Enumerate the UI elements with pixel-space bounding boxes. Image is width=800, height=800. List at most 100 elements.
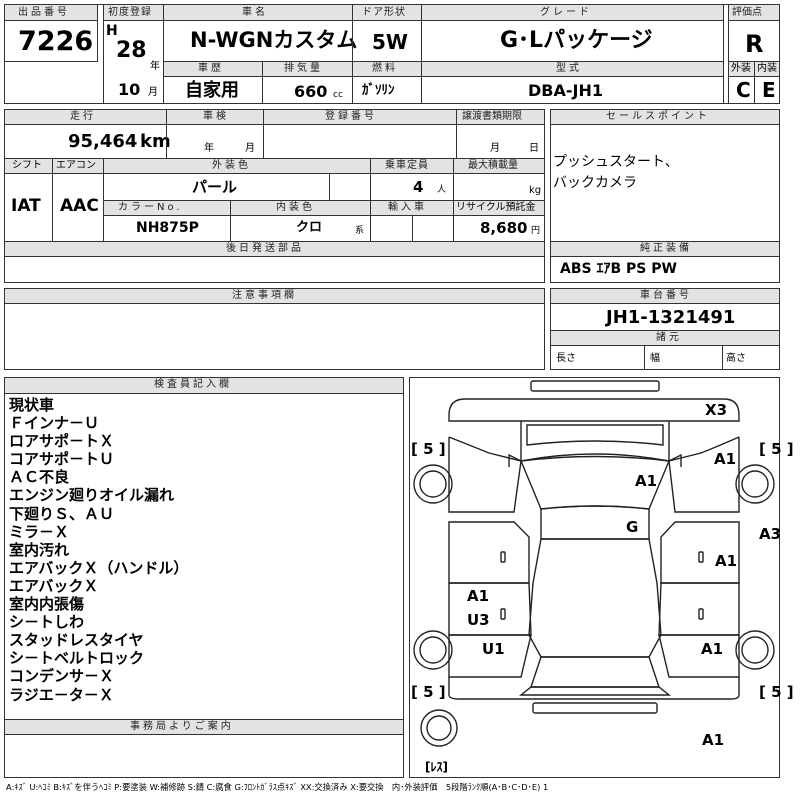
inspector-remarks: 現状車 Ｆインナ－Ｕ ロアサポ－トＸ コアサポ－トＵ ＡＣ不良 エンジン廻りオイ… (9, 396, 399, 704)
remark-line: 現状車 (9, 396, 55, 414)
inspection-year-unit: 年 (204, 143, 214, 154)
notes-cell (4, 303, 545, 370)
damage-mark: A1 (715, 552, 737, 570)
interior-label: 内装 (757, 63, 777, 74)
damage-mark: U3 (467, 611, 490, 629)
ext-color-extra-cell (329, 173, 371, 201)
capacity-label: 乗車定員 (385, 160, 429, 171)
remark-line: スタッドレスタイヤ (9, 631, 144, 650)
car-diagram: X3 A1 A1 G A3 A1 A1 U3 U1 A1 A1 [ 5 ] [ … (411, 380, 794, 774)
chassis: JH1-1321491 (606, 307, 736, 328)
specs-label: 諸元 (656, 332, 682, 343)
length-label: 長さ (556, 353, 576, 364)
car-outline (413, 380, 775, 747)
remark-line: 室内内張傷 (9, 595, 85, 614)
remark-line: エアバックＸ（ハンドル） (9, 558, 189, 577)
tire-mark: [ 5 ] (411, 440, 446, 458)
ext-color: パール (192, 178, 238, 196)
int-color-label: 内装色 (276, 202, 315, 213)
model-name: N-WGNカスタム (190, 28, 358, 52)
office-label: 事務局よりご案内 (130, 721, 234, 732)
remark-line: 下廻りＳ、ＡＵ (9, 504, 115, 523)
width-label: 幅 (650, 353, 660, 364)
transfer-day-unit: 日 (529, 143, 539, 154)
remark-line: 室内汚れ (9, 540, 70, 559)
damage-mark: A1 (702, 731, 724, 749)
legend: A:ｷｽﾞ U:ﾍｺﾐ B:ｷｽﾞを伴うﾍｺﾐ P:要塗装 W:補修跡 S:錆 … (6, 782, 549, 792)
notes-label: 注意事項欄 (232, 290, 297, 301)
remark-line: シ－トベルトロック (9, 649, 145, 668)
chassis-label: 車台番号 (640, 290, 692, 301)
lot-number-label: 出品番号 (18, 7, 70, 18)
inspection-label: 車検 (203, 111, 229, 122)
capacity-unit: 人 (437, 185, 447, 195)
color-no-label: カラーNo. (118, 202, 183, 213)
score-label: 評価点 (732, 7, 762, 18)
fuel-label: 燃料 (372, 63, 398, 74)
remark-line: ミラ－Ｘ (9, 522, 70, 541)
mileage: 95,464 (68, 131, 138, 152)
doors-label: ドア形状 (362, 7, 406, 18)
doors: 5W (372, 30, 408, 54)
grade-label: グレード (540, 7, 592, 18)
max-load-label: 最大積載量 (468, 160, 518, 171)
sales-point-line-2: バックカメラ (553, 175, 637, 191)
shift-label: シフト (12, 160, 42, 171)
tire-mark: [ 5 ] (411, 683, 446, 701)
exterior: C (736, 78, 751, 102)
max-load-unit: kg (529, 185, 542, 196)
history: 自家用 (185, 80, 239, 101)
reg-year: 28 (116, 38, 147, 63)
model-code: DBA-JH1 (528, 81, 603, 100)
equipment-label: 純正装備 (640, 243, 692, 254)
color-no: NH875P (136, 220, 199, 236)
remark-line: エアバックＸ (9, 576, 99, 595)
exterior-label: 外装 (731, 63, 751, 74)
shift: IAT (11, 196, 41, 216)
remark-line: エンジン廻りオイル漏れ (9, 486, 175, 505)
damage-mark: A1 (701, 640, 723, 658)
int-color: クロ (296, 220, 323, 235)
interior-cell (754, 76, 780, 104)
damage-mark: A1 (714, 450, 736, 468)
lot-number: 7226 (18, 26, 94, 57)
score: R (745, 30, 764, 58)
damage-mark: A1 (467, 587, 489, 605)
remark-line: Ｆインナ－Ｕ (9, 414, 100, 433)
ac: AAC (60, 196, 99, 216)
capacity: 4 (413, 178, 424, 196)
tire-mark: [ﾚｽ] (425, 760, 448, 774)
recycle-label: リサイクル預託金 (456, 202, 536, 213)
reg-no-cell (263, 124, 457, 159)
displacement-unit: cc (333, 90, 343, 100)
remark-line: ロアサポ－トＸ (9, 432, 115, 451)
era-mark: H (106, 23, 118, 39)
inspection-month-unit: 月 (245, 143, 255, 154)
int-color-unit: 系 (355, 226, 365, 236)
lot-number-cell (4, 20, 98, 62)
car-diagram-frame (409, 377, 780, 778)
mileage-unit: km (140, 131, 171, 152)
damage-mark: A3 (759, 525, 781, 543)
damage-mark: A1 (635, 472, 657, 490)
model-code-label: 型式 (556, 63, 582, 74)
grade: G･Lパッケージ (500, 28, 653, 53)
remark-line: コンデンサ－Ｘ (9, 667, 115, 686)
remark-line: コアサポ－トＵ (9, 450, 115, 469)
interior: E (762, 78, 776, 102)
remark-line: シ－トしわ (9, 613, 85, 632)
equipment: ABS ｴｱB PS PW (560, 261, 677, 277)
office-cell (4, 734, 404, 778)
sales-point-line-1: プッシュスタート、 (553, 154, 679, 170)
reg-month-unit: 月 (148, 87, 158, 98)
remark-line: ラジエ－タ－Ｘ (9, 685, 114, 704)
recycle: 8,680 (480, 219, 528, 237)
fuel: ｶﾞｿﾘﾝ (362, 83, 395, 98)
import-label: 輸入車 (388, 202, 427, 213)
transfer-label: 譲渡書類期限 (462, 111, 522, 122)
equipment-cell (550, 256, 780, 283)
model-code-cell (421, 76, 724, 104)
damage-mark: G (626, 518, 638, 536)
history-label: 車歴 (198, 63, 224, 74)
tire-mark: [ 5 ] (759, 440, 794, 458)
